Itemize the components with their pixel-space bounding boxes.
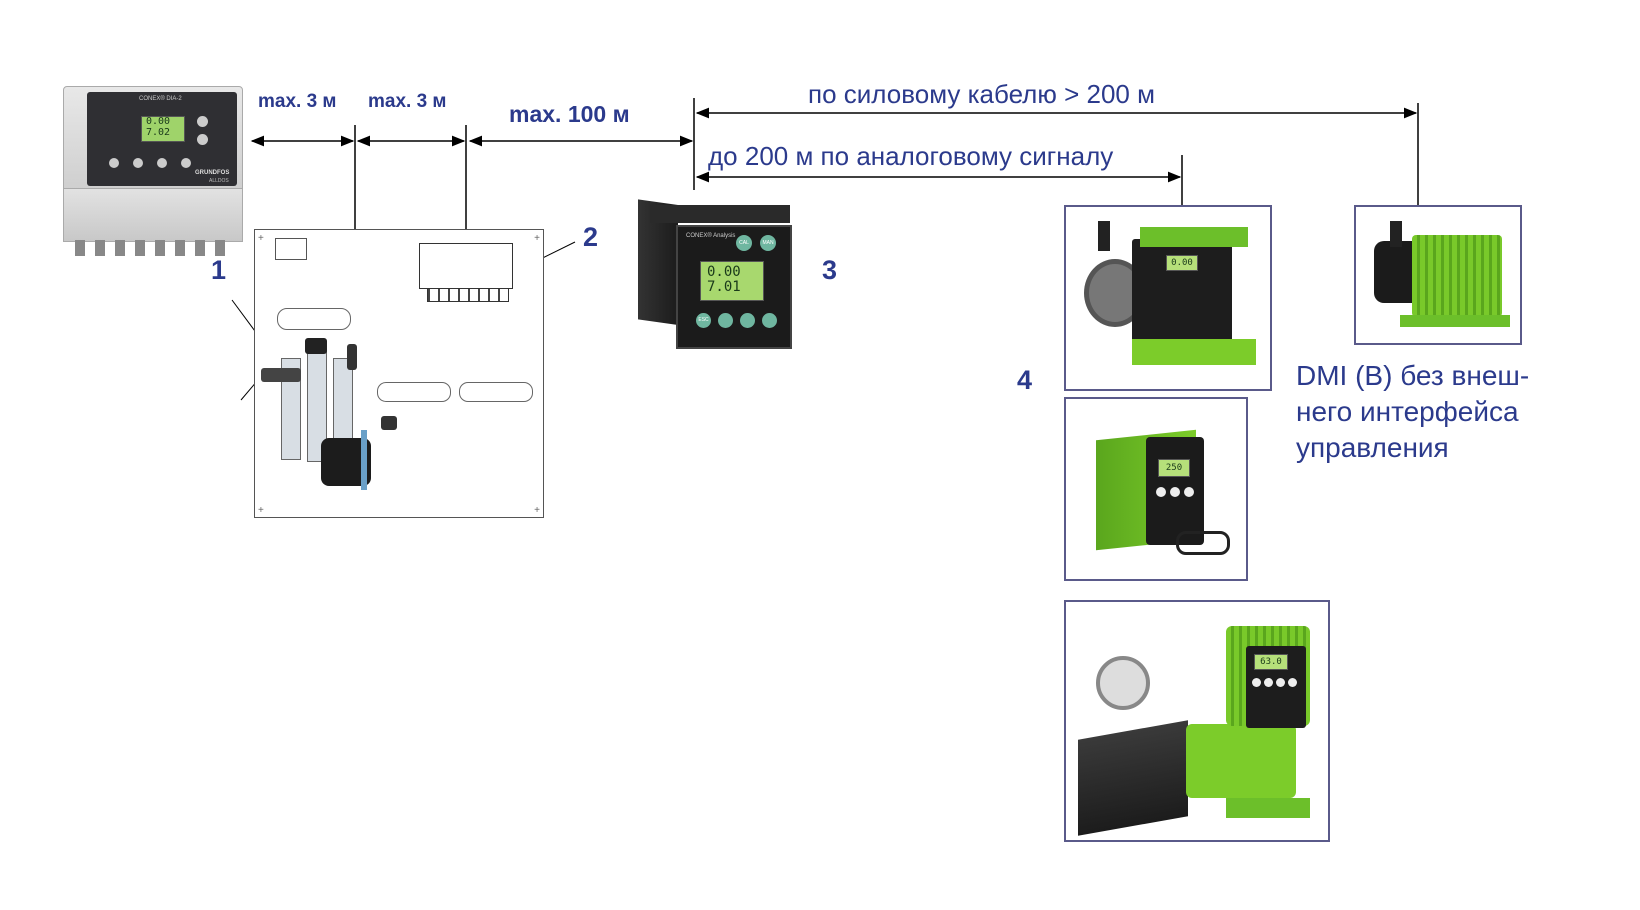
wall-controller: CONEX® DIA-2 0.00 7.02 GRUNDFOS ALLDOS <box>63 86 243 258</box>
pump-frame-dde: 0.00 <box>1064 205 1272 391</box>
controller-button[interactable] <box>197 116 208 127</box>
pump-dme-reading: 63.0 <box>1260 657 1282 667</box>
pump-frame-ddc: 250 <box>1064 397 1248 581</box>
dmi-text-line-1: DMI (B) без внеш- <box>1296 360 1530 391</box>
panel-btn-cal[interactable]: CAL <box>736 235 752 251</box>
controller-button[interactable] <box>133 158 143 168</box>
pump-ddc-button[interactable] <box>1184 487 1194 497</box>
terminal-block <box>427 288 509 302</box>
controller-maker-logo: GRUNDFOS <box>195 170 230 176</box>
pump-ddc: 250 <box>1096 415 1230 565</box>
controller-button[interactable] <box>109 158 119 168</box>
callout-3: 3 <box>822 255 838 285</box>
pump-dme-button[interactable] <box>1276 678 1285 687</box>
distance-label-3: max. 100 м <box>509 101 630 127</box>
panel-btn-enter[interactable] <box>762 313 777 328</box>
controller-button[interactable] <box>197 134 208 145</box>
pump-dme: 63.0 <box>1076 612 1320 836</box>
controller-button[interactable] <box>157 158 167 168</box>
callout-4: 4 <box>1017 365 1033 395</box>
flow-cell-assembly <box>261 338 401 510</box>
callout-1: 1 <box>211 255 227 285</box>
pump-frame-dmi <box>1354 205 1522 345</box>
cable-glands <box>75 240 235 256</box>
dmi-text-line-2: него интерфейса <box>1296 396 1519 427</box>
controller-button[interactable] <box>181 158 191 168</box>
panel-reading-bottom: 7.01 <box>707 279 741 295</box>
panel-controller-lcd: 0.00 7.01 <box>700 261 764 301</box>
distance-label-2: max. 3 м <box>368 91 447 112</box>
pump-dme-button[interactable] <box>1288 678 1297 687</box>
pump-frame-dme: 63.0 <box>1064 600 1330 842</box>
distance-label-1: max. 3 м <box>258 91 337 112</box>
panel-btn-down[interactable] <box>740 313 755 328</box>
controller-reading-bottom: 7.02 <box>146 127 171 138</box>
sensor-panel: + + + + <box>254 229 544 518</box>
callout-2: 2 <box>583 222 599 252</box>
panel-btn-esc[interactable]: ESC <box>696 313 711 328</box>
pump-dme-button[interactable] <box>1264 678 1273 687</box>
pump-ddc-reading: 250 <box>1165 463 1183 473</box>
pump-dde-reading: 0.00 <box>1171 258 1193 268</box>
controller-maker-sub: ALLDOS <box>209 178 229 184</box>
panel-btn-up[interactable] <box>718 313 733 328</box>
pump-ddc-lcd: 250 <box>1158 459 1190 477</box>
pump-dme-button[interactable] <box>1252 678 1261 687</box>
panel-controller: CONEX® Analysis CAL MAN 0.00 7.01 ESC <box>638 199 792 349</box>
panel-reading-top: 0.00 <box>707 264 741 280</box>
pump-dmi <box>1370 221 1510 331</box>
panel-controller-brand: CONEX® Analysis <box>686 233 736 239</box>
dmi-text-line-3: управления <box>1296 432 1449 463</box>
controller-brand: CONEX® DIA-2 <box>139 96 182 102</box>
distance-label-analog: до 200 м по аналоговому сигналу <box>708 141 1114 171</box>
pump-dde: 0.00 <box>1084 219 1256 379</box>
pump-dme-lcd: 63.0 <box>1254 654 1288 670</box>
controller-reading-top: 0.00 <box>146 116 171 127</box>
pump-ddc-button[interactable] <box>1170 487 1180 497</box>
junction-box <box>419 243 513 289</box>
pump-dde-lcd: 0.00 <box>1166 255 1198 271</box>
pump-ddc-button[interactable] <box>1156 487 1166 497</box>
distance-label-power: по силовому кабелю > 200 м <box>808 79 1155 109</box>
panel-btn-man[interactable]: MAN <box>760 235 776 251</box>
dmi-description: DMI (B) без внеш- него интерфейса управл… <box>1296 358 1529 466</box>
controller-lcd: 0.00 7.02 <box>141 116 185 142</box>
